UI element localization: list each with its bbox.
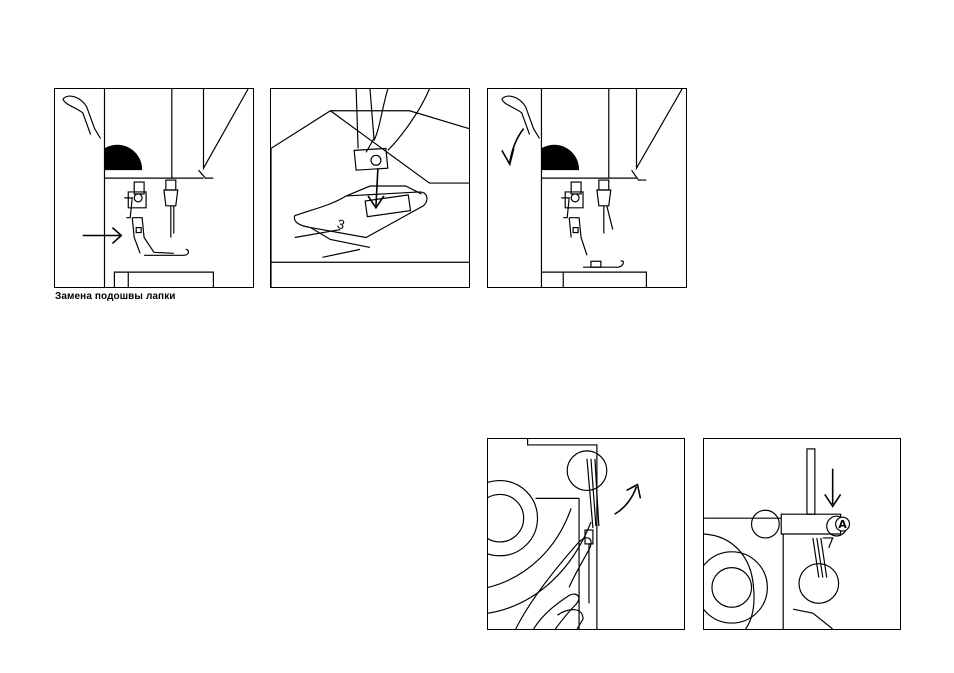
remove-foot-illustration [55, 89, 253, 287]
figure-caption: Замена подошвы лапки [55, 291, 176, 302]
marker-a-label: A [838, 518, 847, 531]
figure-raise-lever [487, 438, 685, 630]
attach-foot-illustration: 3 [271, 89, 469, 287]
lower-foot-illustration [488, 89, 686, 287]
figure-attach-foot: 3 [270, 88, 470, 288]
raise-lever-illustration [488, 439, 684, 629]
foot-number: 3 [336, 216, 347, 232]
figure-remove-foot [54, 88, 254, 288]
figure-lower-foot [487, 88, 687, 288]
attach-holder-illustration: A [704, 439, 900, 629]
figure-attach-holder: A [703, 438, 901, 630]
marker-a: A [836, 517, 850, 531]
